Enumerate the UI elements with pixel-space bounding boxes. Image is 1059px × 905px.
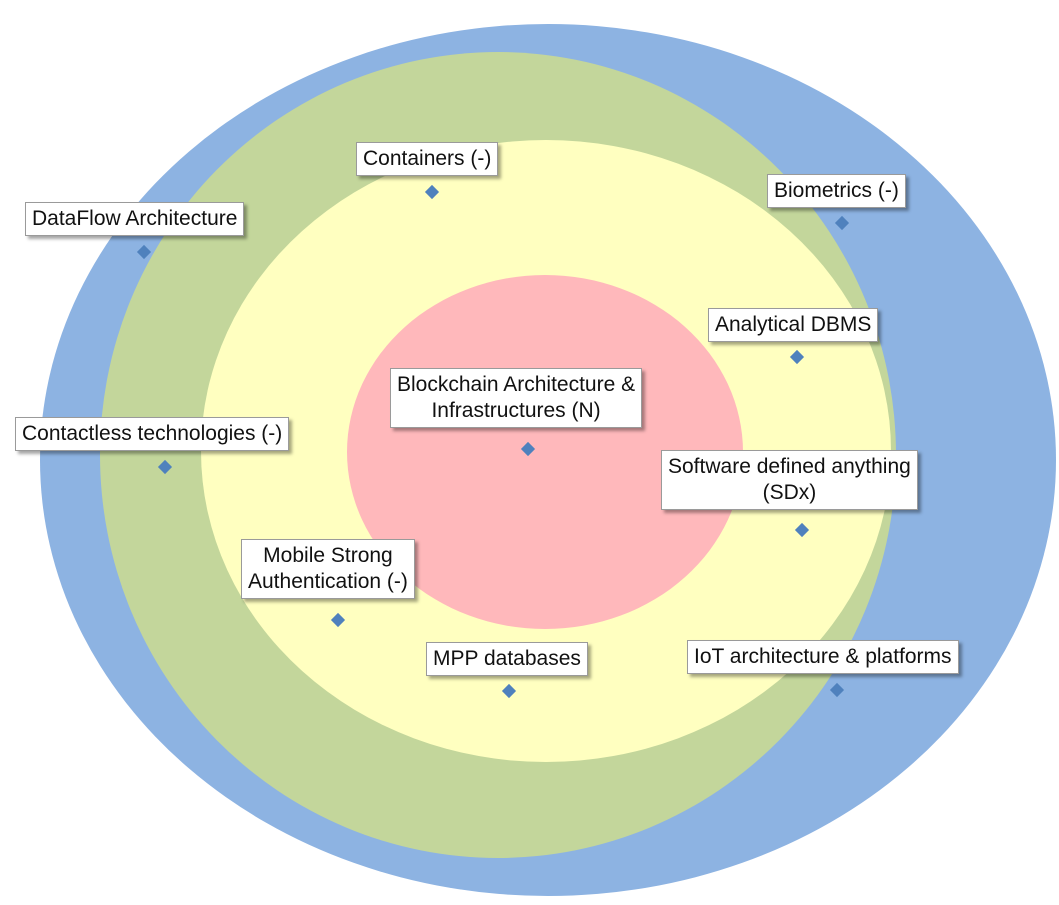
core-ring: [347, 275, 743, 629]
label-containers: Containers (-): [356, 142, 499, 176]
label-mpp-databases: MPP databases: [426, 642, 588, 676]
label-iot-architecture: IoT architecture & platforms: [687, 640, 959, 674]
label-dataflow-architecture: DataFlow Architecture: [25, 202, 245, 236]
label-software-defined-anything: Software defined anything (SDx): [661, 450, 918, 510]
label-mobile-strong-authentication: Mobile Strong Authentication (-): [241, 539, 415, 599]
label-biometrics: Biometrics (-): [767, 174, 906, 208]
label-blockchain-architecture: Blockchain Architecture & Infrastructure…: [390, 368, 643, 428]
label-analytical-dbms: Analytical DBMS: [708, 308, 879, 342]
label-contactless-technologies: Contactless technologies (-): [15, 417, 290, 451]
